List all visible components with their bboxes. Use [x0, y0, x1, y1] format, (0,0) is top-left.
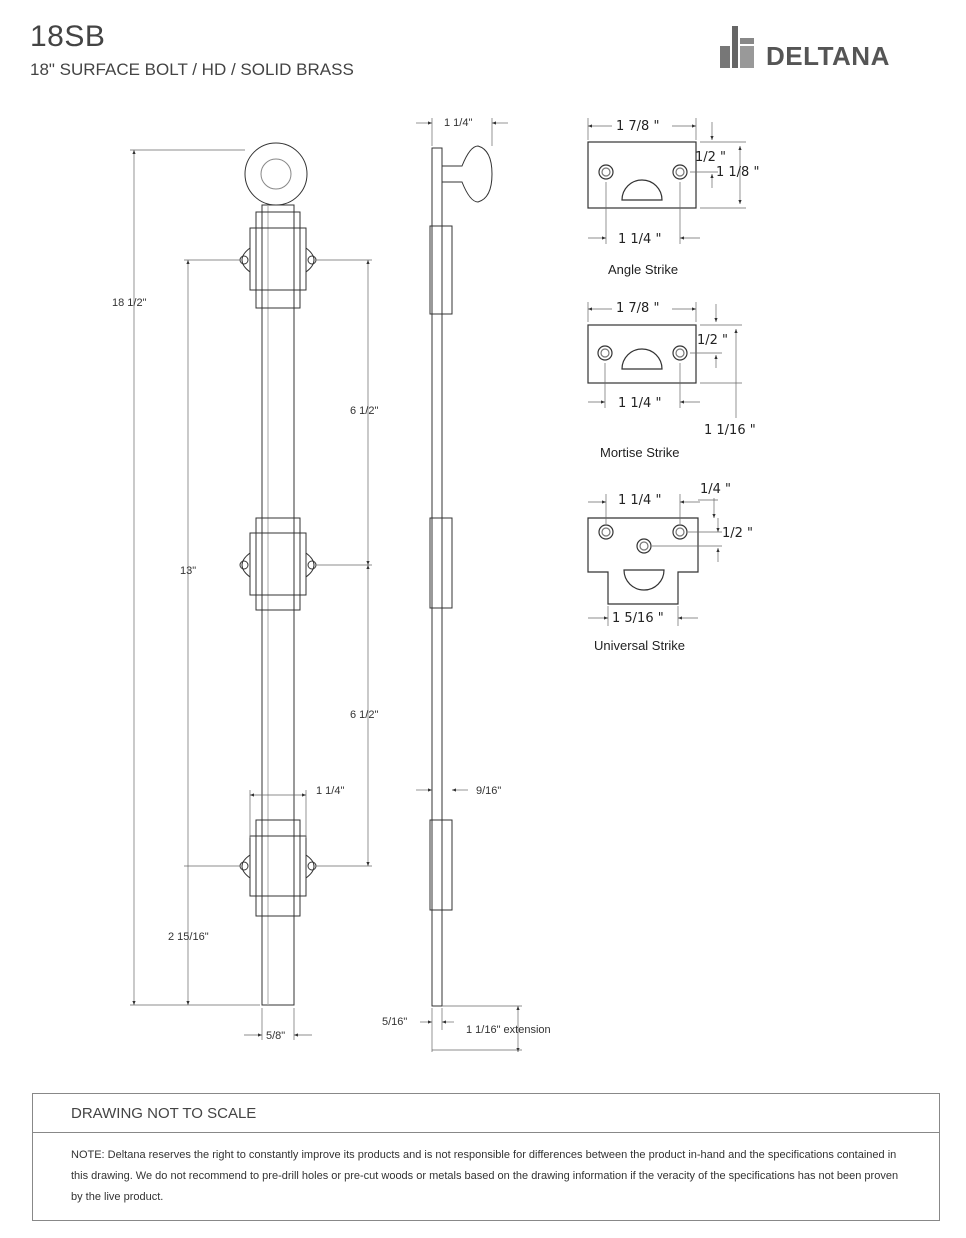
footer-box: DRAWING NOT TO SCALE NOTE: Deltana reser… [32, 1093, 940, 1221]
brand-logo: DELTANA [718, 24, 942, 70]
angle-strike-height: 1 1/8 " [716, 165, 759, 180]
side-plate-middle [429, 517, 453, 609]
front-dimensions [130, 149, 372, 1040]
dim-rod-diameter: 5/8" [266, 1030, 285, 1042]
universal-strike-hole-spacing: 1 1/4 " [618, 493, 661, 508]
bracket-top [239, 211, 317, 309]
dim-rod-offset: 5/16" [382, 1016, 407, 1028]
footer-note: NOTE: Deltana reserves the right to cons… [71, 1149, 899, 1203]
dim-upper-spacing: 6 1/2" [350, 405, 378, 417]
product-subtitle: 18" SURFACE BOLT / HD / SOLID BRASS [30, 60, 354, 79]
knob-inner [260, 158, 292, 190]
dim-plate-depth: 9/16" [476, 785, 501, 797]
model-number: 18SB [30, 20, 106, 53]
angle-strike-caption: Angle Strike [608, 262, 678, 277]
universal-strike-caption: Universal Strike [594, 638, 685, 653]
knob-circle [244, 142, 308, 206]
angle-strike-drawing [587, 141, 697, 209]
dim-knob-projection: 1 1/4" [444, 117, 472, 129]
bracket-bottom [239, 819, 317, 917]
side-rod [431, 147, 443, 1007]
dim-bottom-offset: 2 15/16" [168, 931, 209, 943]
brand-mark-icon [720, 26, 754, 68]
universal-strike-dims [588, 494, 722, 626]
technical-drawing: 18 1/2" 13" 6 1/2" 6 1/2" 1 1/4" 2 15/16… [112, 117, 759, 1052]
bolt-front-view [239, 142, 317, 1006]
universal-strike-hole-offset: 1/2 " [722, 526, 753, 541]
angle-strike-edge-offset: 1/2 " [695, 150, 726, 165]
footer-header [33, 1094, 939, 1133]
mortise-strike-dims [587, 302, 742, 418]
dim-extension: 1 1/16" extension [466, 1024, 551, 1036]
bracket-middle [239, 517, 317, 611]
dim-bracket-width: 1 1/4" [316, 785, 344, 797]
mortise-strike-hole-spacing: 1 1/4 " [618, 396, 661, 411]
side-knob [441, 145, 493, 203]
mortise-strike-height: 1 1/16 " [704, 423, 756, 438]
angle-strike-width: 1 7/8 " [616, 119, 659, 134]
angle-strike-dims [587, 118, 746, 244]
side-plate-bottom [429, 819, 453, 911]
brand-name: DELTANA [766, 41, 890, 71]
mortise-strike-drawing [587, 324, 697, 384]
dim-lower-spacing: 6 1/2" [350, 709, 378, 721]
universal-strike-drawing [587, 517, 699, 605]
dim-overall-length: 18 1/2" [112, 297, 147, 309]
rod [261, 204, 295, 1006]
side-dimensions [416, 118, 522, 1052]
dim-mount-span: 13" [180, 565, 196, 577]
mortise-strike-width: 1 7/8 " [616, 301, 659, 316]
bolt-side-view [429, 145, 493, 1007]
mortise-strike-caption: Mortise Strike [600, 445, 679, 460]
footer-title: DRAWING NOT TO SCALE [71, 1105, 257, 1122]
universal-strike-edge-offset: 1/4 " [700, 482, 731, 497]
angle-strike-hole-spacing: 1 1/4 " [618, 232, 661, 247]
universal-strike-width: 1 5/16 " [612, 611, 664, 626]
mortise-strike-edge-offset: 1/2 " [697, 333, 728, 348]
side-plate-top [429, 225, 453, 315]
